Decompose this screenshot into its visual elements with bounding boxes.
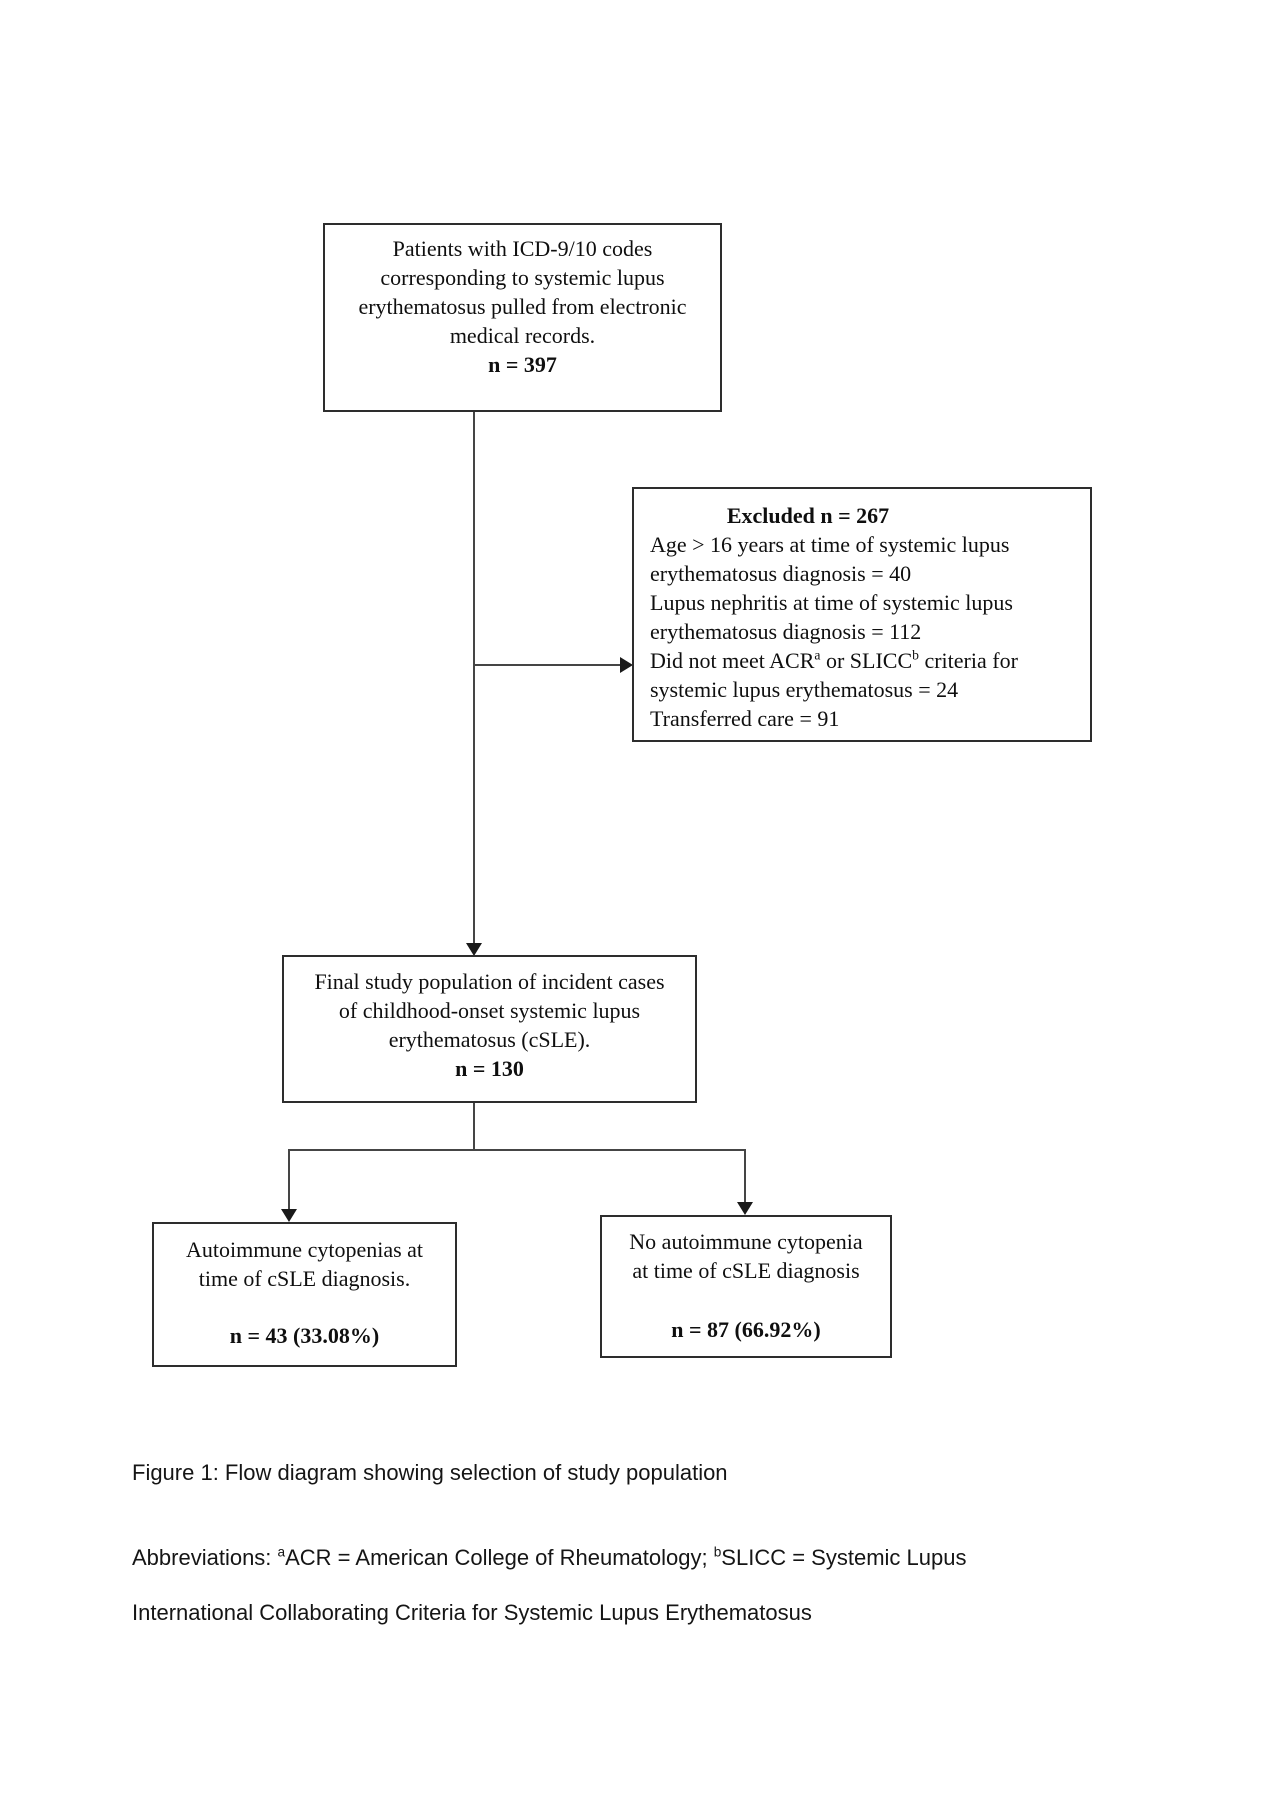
box-text-line: Final study population of incident cases bbox=[314, 969, 665, 994]
box-text-line: Patients with ICD-9/10 codes bbox=[392, 236, 653, 261]
excluded-reason-line: erythematosus diagnosis = 40 bbox=[650, 561, 912, 586]
connector-final-to-split bbox=[473, 1103, 475, 1150]
superscript-b: b bbox=[713, 1544, 722, 1560]
box-text-line: Autoimmune cytopenias at bbox=[185, 1237, 424, 1262]
criteria-text: criteria for bbox=[918, 648, 1018, 673]
excluded-reason-line: systemic lupus erythematosus = 24 bbox=[650, 677, 959, 702]
patients-source-box: Patients with ICD-9/10 codes correspondi… bbox=[323, 223, 722, 412]
connector-to-excluded bbox=[475, 664, 621, 666]
arrowhead-into-left-box bbox=[281, 1209, 297, 1222]
excluded-box: Excluded n = 267 Age > 16 years at time … bbox=[632, 487, 1092, 742]
excluded-title: Excluded n = 267 bbox=[726, 503, 890, 528]
abbreviations-text: SLICC = Systemic Lupus bbox=[721, 1545, 967, 1570]
criteria-text: or SLICC bbox=[820, 648, 913, 673]
arrowhead-into-final-box bbox=[466, 943, 482, 956]
box-text-line: medical records. bbox=[449, 323, 596, 348]
sample-size-label: n = 397 bbox=[488, 352, 557, 377]
sample-size-label: n = 43 (33.08%) bbox=[229, 1323, 380, 1348]
abbreviations-text: Abbreviations: bbox=[132, 1545, 278, 1570]
no-cytopenia-box: No autoimmune cytopenia at time of cSLE … bbox=[600, 1215, 892, 1358]
connector-split-horizontal bbox=[288, 1149, 746, 1151]
box-text-line: time of cSLE diagnosis. bbox=[198, 1266, 411, 1291]
box-text-line: No autoimmune cytopenia bbox=[629, 1229, 863, 1254]
abbreviations-text: ACR = American College of Rheumatology; bbox=[285, 1545, 714, 1570]
sample-size-label: n = 87 (66.92%) bbox=[671, 1317, 821, 1342]
excluded-reason-line: erythematosus diagnosis = 112 bbox=[650, 619, 922, 644]
connector-top-to-final bbox=[473, 412, 475, 944]
superscript-b: b bbox=[912, 647, 919, 663]
abbreviations-line-1: Abbreviations: aACR = American College o… bbox=[132, 1545, 966, 1571]
excluded-reason-line: Age > 16 years at time of systemic lupus bbox=[650, 532, 1010, 557]
excluded-criteria-line: Did not meet ACRa or SLICCb criteria for bbox=[650, 646, 1076, 675]
box-text-line: at time of cSLE diagnosis bbox=[632, 1258, 860, 1283]
final-population-box: Final study population of incident cases… bbox=[282, 955, 697, 1103]
box-text-line: of childhood-onset systemic lupus bbox=[338, 998, 641, 1023]
box-text-line: erythematosus (cSLE). bbox=[388, 1027, 591, 1052]
superscript-a: a bbox=[814, 647, 821, 663]
arrowhead-into-excluded-box bbox=[620, 657, 633, 673]
sample-size-label: n = 130 bbox=[455, 1056, 524, 1081]
box-text-line: corresponding to systemic lupus bbox=[380, 265, 665, 290]
connector-split-left bbox=[288, 1149, 290, 1211]
arrowhead-into-right-box bbox=[737, 1202, 753, 1215]
excluded-reason-line: Transferred care = 91 bbox=[650, 706, 840, 731]
connector-split-right bbox=[744, 1149, 746, 1204]
criteria-text: Did not meet ACR bbox=[650, 648, 815, 673]
excluded-reason-line: Lupus nephritis at time of systemic lupu… bbox=[650, 590, 1013, 615]
superscript-a: a bbox=[277, 1544, 286, 1560]
box-text-line: erythematosus pulled from electronic bbox=[358, 294, 687, 319]
autoimmune-cytopenias-box: Autoimmune cytopenias at time of cSLE di… bbox=[152, 1222, 457, 1367]
abbreviations-line-2: International Collaborating Criteria for… bbox=[132, 1600, 812, 1625]
figure-caption: Figure 1: Flow diagram showing selection… bbox=[132, 1460, 728, 1485]
